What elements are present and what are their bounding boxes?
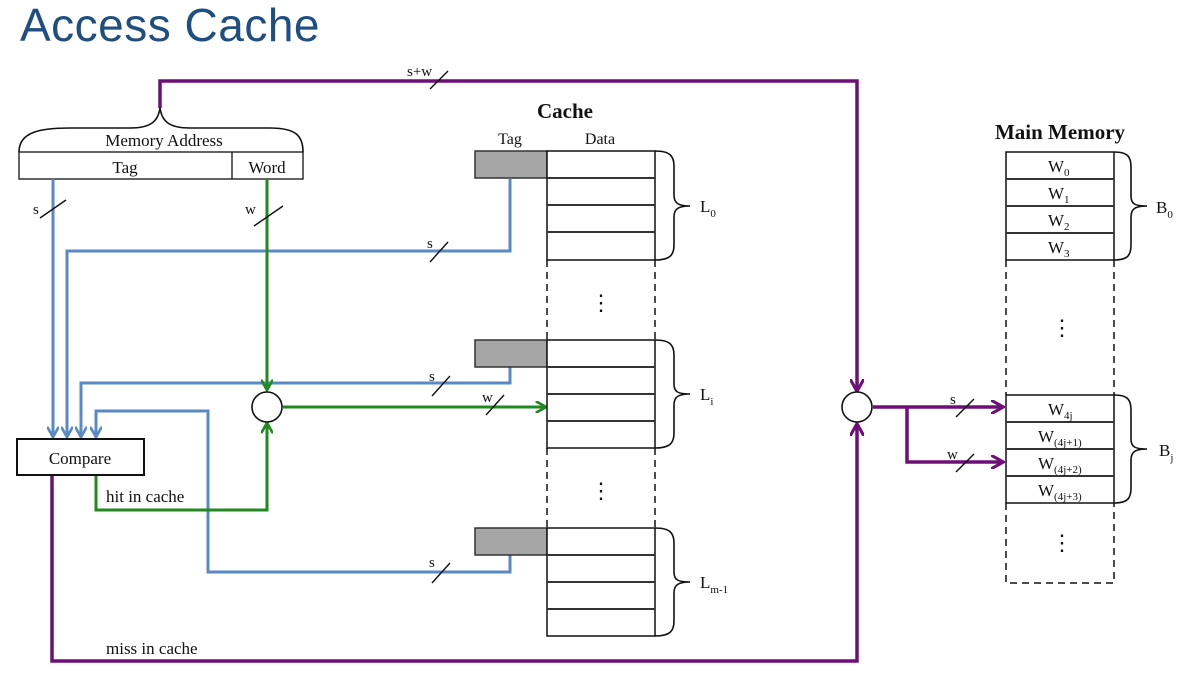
s-label-lm1: s: [429, 555, 435, 571]
memory-block-bj: W4j W(4j+1) W(4j+2) W(4j+3) Bj: [1005, 394, 1173, 504]
s-label-li: s: [429, 369, 435, 385]
svg-text:L0: L0: [700, 197, 716, 220]
line-label-li: L: [700, 385, 710, 404]
line-sub-l0: 0: [710, 208, 716, 220]
word-cell: W1: [1048, 184, 1070, 206]
cache-tag-header: Tag: [498, 131, 522, 148]
compare-label: Compare: [49, 449, 111, 468]
cache: Cache Tag Data ⋮ ⋮ L0 Li: [474, 99, 728, 637]
cache-ellipsis-2: ⋮: [590, 478, 612, 503]
memory-output-paths: s w: [873, 392, 1002, 473]
word-cell: W(4j+1): [1038, 427, 1082, 449]
word-cell: W4j: [1048, 400, 1073, 422]
compare-block: Compare: [16, 438, 145, 476]
tag-cell: [474, 527, 548, 556]
hit-label: hit in cache: [106, 487, 184, 506]
cache-line-li: Li: [474, 339, 713, 449]
memory-block-b0: W0 W1 W2 W3 B0: [1005, 151, 1173, 261]
line-label-l0: L: [700, 197, 710, 216]
memory-selector-node: [841, 391, 873, 423]
tag-paths: s s s s: [33, 179, 512, 584]
word-cell: W2: [1048, 211, 1070, 233]
line-sub-lm1: m-1: [710, 584, 728, 596]
miss-label: miss in cache: [106, 639, 198, 658]
miss-path: miss in cache: [50, 425, 857, 663]
block-sub-b0: 0: [1167, 209, 1173, 221]
memory-ellipsis-2: ⋮: [1051, 530, 1073, 555]
tag-cell: [474, 339, 548, 368]
block-sub-bj: j: [1169, 452, 1173, 464]
s-label-l0: s: [427, 236, 433, 252]
svg-text:B0: B0: [1156, 198, 1173, 221]
word-selector-node: [251, 391, 283, 423]
word-paths: w hit in cache w: [94, 179, 545, 512]
main-memory: Main Memory ⋮ ⋮ W0 W1 W2 W3 B0 W4j W(4j: [995, 120, 1173, 584]
word-cell: W(4j+2): [1038, 454, 1082, 476]
word-field: Word: [248, 158, 286, 177]
w-label-cache: w: [482, 390, 493, 406]
block-label-bj: B: [1159, 441, 1170, 460]
cache-data-header: Data: [585, 131, 615, 148]
s-label-mem: s: [950, 392, 956, 408]
cache-line-l0: L0: [474, 150, 716, 261]
memory-ellipsis-1: ⋮: [1051, 315, 1073, 340]
memory-address-bus: s+w: [158, 64, 857, 390]
cache-line-lm1: Lm-1: [474, 527, 728, 637]
s-plus-w-label: s+w: [407, 64, 432, 80]
word-cell: W0: [1048, 157, 1070, 179]
svg-text:Li: Li: [700, 385, 713, 408]
w-label-mem: w: [947, 447, 958, 463]
tag-field: Tag: [112, 158, 138, 177]
line-label-lm1: L: [700, 573, 710, 592]
block-label-b0: B: [1156, 198, 1167, 217]
page-title: Access Cache: [20, 0, 321, 51]
memory-address-register: Memory Address Tag Word: [18, 107, 304, 180]
svg-text:Bj: Bj: [1159, 441, 1173, 464]
word-cell: W(4j+3): [1038, 481, 1082, 503]
main-memory-title: Main Memory: [995, 120, 1126, 144]
svg-text:Lm-1: Lm-1: [700, 573, 728, 596]
word-cell: W3: [1048, 238, 1070, 260]
s-label-addr: s: [33, 202, 39, 218]
w-label-addr: w: [245, 202, 256, 218]
cache-title: Cache: [537, 99, 593, 123]
line-sub-li: i: [710, 396, 713, 408]
tag-cell: [474, 150, 548, 179]
cache-ellipsis-1: ⋮: [590, 290, 612, 315]
memory-address-label: Memory Address: [105, 131, 223, 150]
